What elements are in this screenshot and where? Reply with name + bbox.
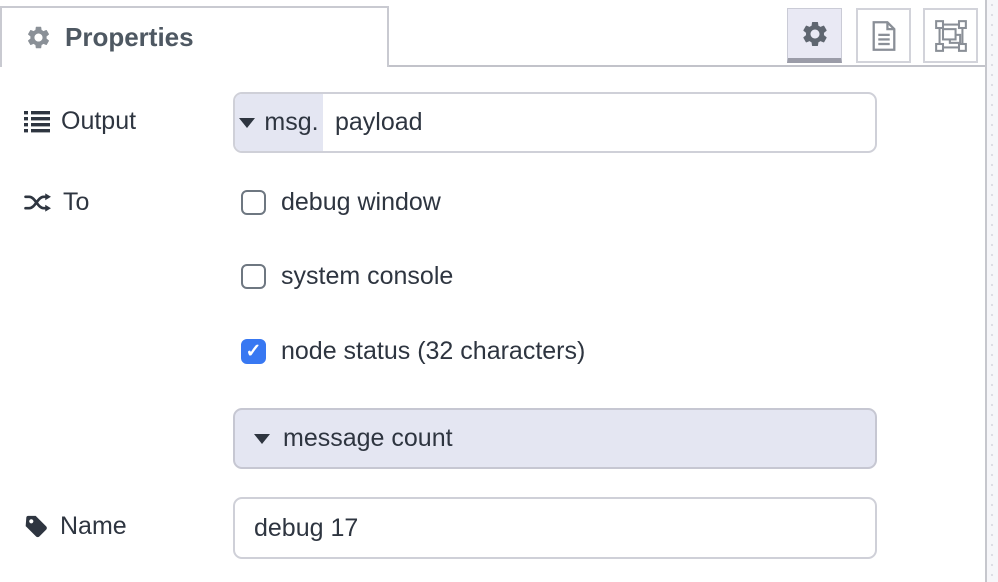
tab-properties[interactable]: Properties	[0, 6, 389, 67]
checkbox-row-node-status[interactable]: node status (32 characters)	[241, 337, 585, 366]
header-separator	[389, 65, 986, 67]
system-console-checkbox[interactable]	[241, 264, 266, 289]
checkbox-row-system-console[interactable]: system console	[241, 262, 453, 291]
output-typed-input: msg.	[233, 92, 877, 153]
chevron-down-icon	[239, 117, 256, 128]
checkbox-label: system console	[281, 262, 454, 290]
panel-right-border	[985, 0, 987, 582]
typed-input-type-button[interactable]: msg.	[235, 94, 323, 151]
document-icon	[870, 20, 898, 52]
properties-tab-button[interactable]	[787, 8, 842, 63]
debug-window-checkbox[interactable]	[241, 190, 266, 215]
status-type-select[interactable]: message count	[233, 408, 877, 469]
chevron-down-icon	[254, 433, 270, 444]
checkbox-label: node status (32 characters)	[281, 337, 586, 365]
gear-icon	[25, 24, 52, 51]
appearance-tab-button[interactable]	[923, 8, 978, 63]
name-input[interactable]	[235, 513, 875, 543]
list-icon	[24, 110, 50, 133]
node-status-checkbox[interactable]	[241, 339, 266, 364]
tag-icon	[24, 514, 49, 539]
tab-title: Properties	[65, 22, 194, 52]
checkbox-label: debug window	[281, 188, 441, 216]
typed-input-prefix: msg.	[264, 108, 319, 136]
name-label: Name	[24, 512, 127, 541]
workspace-grid-strip	[987, 0, 998, 582]
selection-frame-icon	[934, 19, 967, 52]
shuffle-icon	[24, 191, 52, 214]
description-tab-button[interactable]	[856, 8, 911, 63]
status-type-value: message count	[283, 424, 453, 452]
gear-icon	[800, 19, 830, 49]
to-label: To	[24, 188, 89, 217]
output-property-input[interactable]	[323, 94, 875, 151]
name-field	[233, 497, 877, 559]
output-label: Output	[24, 107, 136, 136]
checkbox-row-debug-window[interactable]: debug window	[241, 188, 441, 217]
